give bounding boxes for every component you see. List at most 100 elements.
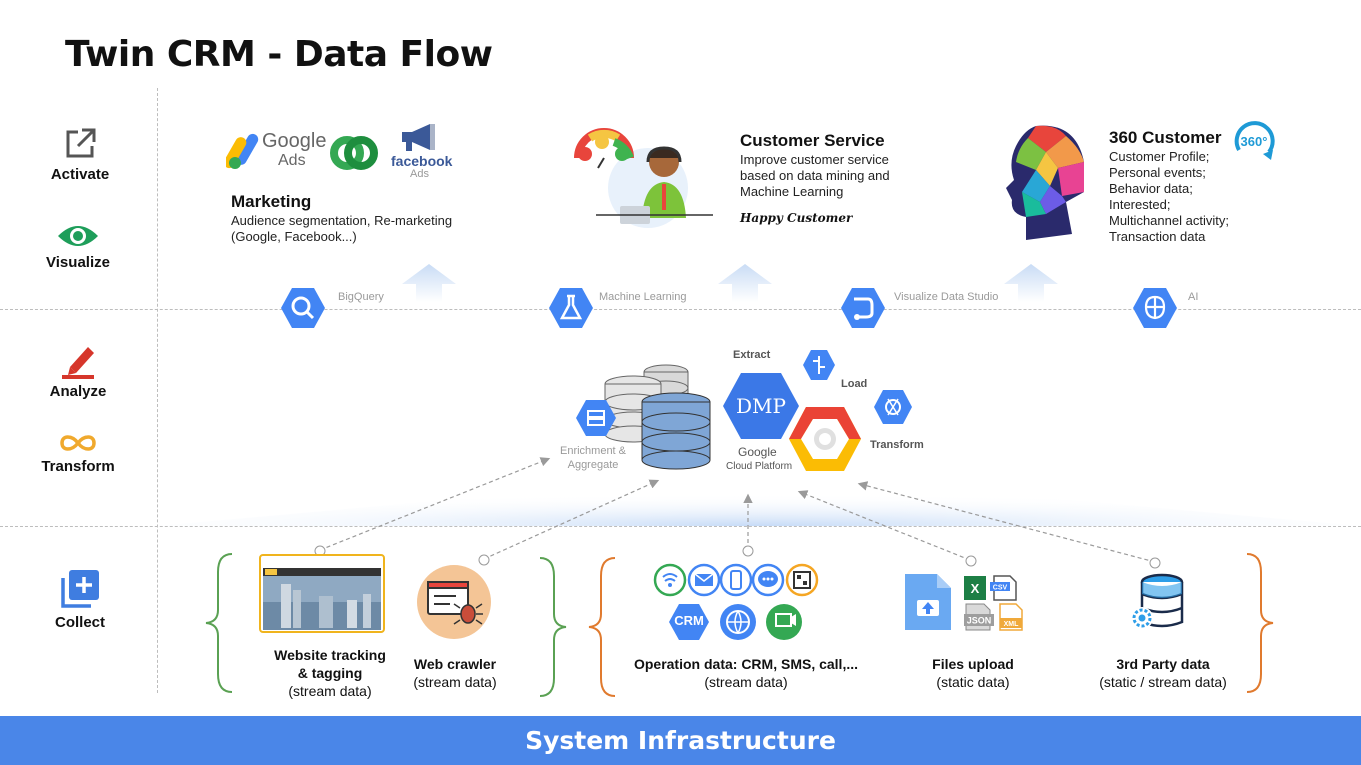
load-label: Load — [841, 378, 868, 390]
page-title: Twin CRM - Data Flow — [65, 34, 493, 75]
add-box-icon — [61, 570, 99, 608]
transform-icon — [874, 390, 912, 424]
data-studio-icon — [841, 288, 885, 328]
megaphone-icon — [402, 124, 435, 151]
ads-logo-text: Ads — [278, 152, 306, 169]
third-party-database-icon — [1131, 573, 1184, 629]
database-stack-illustration — [604, 364, 711, 470]
layer-activate: Activate — [20, 126, 140, 183]
website-screenshot-thumbnail — [259, 554, 385, 633]
right-brace-orange — [1246, 553, 1274, 693]
google-cloud-logo-icon — [789, 407, 861, 471]
operation-data-type: (stream data) — [704, 674, 788, 690]
website-tracking-subtitle: & tagging — [297, 665, 363, 681]
files-upload-type: (static data) — [936, 674, 1010, 690]
360-degree-icon: 360° — [1234, 121, 1275, 160]
third-party-type: (static / stream data) — [1099, 674, 1227, 690]
display-video-logo-icon — [330, 136, 378, 170]
extract-label: Extract — [733, 349, 771, 361]
files-upload-title: Files upload — [932, 656, 1014, 672]
layer-label-activate: Activate — [50, 166, 110, 183]
third-party-label: 3rd Party data (static / stream data) — [1082, 655, 1244, 691]
google-ads-logo-icon — [226, 133, 259, 169]
gcp-logo-line1: Google — [738, 445, 777, 459]
crm-badge-text: CRM — [674, 613, 704, 628]
transform-label: Transform — [870, 439, 924, 451]
svg-text:X: X — [971, 581, 980, 596]
happy-customer-tagline: Happy Customer — [740, 211, 853, 225]
facebook-ads-text: Ads — [410, 168, 429, 180]
customer360-item: Transaction data — [1109, 229, 1206, 244]
machine-learning-icon — [549, 288, 593, 328]
operation-data-label: Operation data: CRM, SMS, call,... (stre… — [615, 655, 877, 691]
marketing-desc-2: (Google, Facebook...) — [231, 229, 357, 244]
operation-data-icons — [653, 563, 819, 640]
external-link-icon — [66, 128, 96, 158]
eye-icon — [58, 226, 98, 246]
third-party-title: 3rd Party data — [1116, 656, 1210, 672]
enrichment-label-line2: Aggregate — [567, 459, 619, 471]
360-badge-text: 360° — [1241, 134, 1268, 149]
customer-service-agent-illustration — [574, 128, 713, 228]
layer-label-visualize: Visualize — [46, 254, 110, 271]
up-arrow-icon — [402, 264, 456, 302]
website-tracking-type: (stream data) — [288, 683, 372, 699]
dmp-hexagon: DMP — [723, 373, 799, 439]
pencil-icon — [62, 347, 94, 379]
up-arrow-icon — [718, 264, 772, 302]
bigquery-label: BigQuery — [338, 291, 384, 303]
left-brace-green — [205, 553, 233, 693]
layer-label-collect: Collect — [54, 614, 105, 631]
gcp-logo-line2: Cloud Platform — [726, 461, 793, 472]
infinity-icon — [60, 435, 96, 451]
colorful-head-profile-illustration — [1006, 125, 1084, 240]
customer360-heading: 360 Customer — [1109, 128, 1222, 147]
machine-learning-label: Machine Learning — [599, 291, 687, 303]
system-infrastructure-footer: System Infrastructure — [0, 716, 1361, 765]
customer360-item: Personal events; — [1109, 165, 1206, 180]
layer-analyze: Analyze — [18, 343, 138, 400]
customer-service-desc-2: based on data mining and — [740, 168, 890, 183]
customer-service-desc-3: Machine Learning — [740, 184, 844, 199]
file-upload-icon — [905, 574, 951, 630]
marketing-heading: Marketing — [231, 192, 312, 211]
web-crawler-icon — [417, 565, 491, 639]
layer-divider-bottom — [0, 526, 1361, 527]
collect-glow — [157, 472, 1361, 526]
enrichment-icon — [576, 400, 616, 436]
customer360-item: Multichannel activity; — [1109, 213, 1229, 228]
layer-collect: Collect — [20, 568, 140, 631]
json-label: JSON — [967, 616, 992, 626]
layer-label-transform: Transform — [41, 458, 115, 475]
up-arrow-icon — [1004, 264, 1058, 302]
extract-icon — [803, 350, 835, 380]
ai-brain-icon — [1133, 288, 1177, 328]
web-crawler-title: Web crawler — [413, 656, 497, 672]
customer360-item: Interested; — [1109, 197, 1171, 212]
bigquery-icon — [281, 288, 325, 328]
right-brace-green — [539, 557, 567, 697]
operation-data-title: Operation data: CRM, SMS, call,... — [633, 656, 859, 672]
csv-label: CSV — [993, 585, 1008, 592]
enrichment-label: Enrichment & Aggregate — [552, 444, 634, 472]
layer-transform: Transform — [18, 432, 138, 475]
website-tracking-title: Website tracking — [274, 647, 386, 663]
website-tracking-label: Website tracking & tagging (stream data) — [250, 646, 410, 700]
layer-divider-top — [0, 309, 1361, 310]
web-crawler-type: (stream data) — [413, 674, 497, 690]
file-types-icons: X CSV JSON XML — [964, 575, 1023, 631]
ai-label: AI — [1188, 291, 1199, 303]
web-crawler-label: Web crawler (stream data) — [396, 655, 514, 691]
layer-label-analyze: Analyze — [49, 383, 107, 400]
layer-visualize: Visualize — [18, 222, 138, 271]
xml-label: XML — [1004, 621, 1020, 628]
layer-divider-vertical — [157, 88, 158, 693]
marketing-desc-1: Audience segmentation, Re-marketing — [231, 213, 453, 228]
customer360-item: Behavior data; — [1109, 181, 1193, 196]
customer-service-desc-1: Improve customer service — [740, 152, 889, 167]
enrichment-label-line1: Enrichment & — [559, 445, 627, 457]
customer-service-heading: Customer Service — [740, 131, 885, 150]
customer360-item: Customer Profile; — [1109, 149, 1210, 164]
facebook-logo-text: facebook — [391, 153, 453, 169]
